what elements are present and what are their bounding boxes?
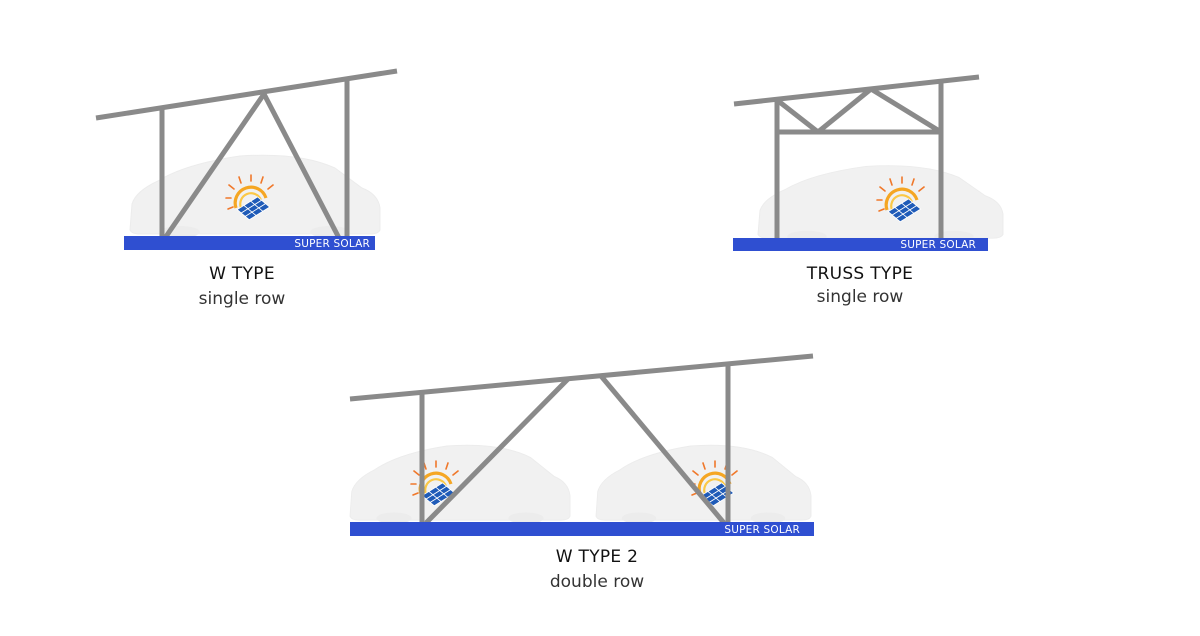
base-platform — [124, 236, 375, 250]
base-platform — [350, 522, 814, 536]
diagram-subtitle: single row — [199, 289, 286, 309]
brand-label: SUPER SOLAR — [900, 239, 976, 251]
brand-label: SUPER SOLAR — [294, 238, 370, 250]
brand-label: SUPER SOLAR — [724, 524, 800, 536]
diagram-title: TRUSS TYPE — [806, 264, 913, 284]
diagram-w-type-2: SUPER SOLAR W TYPE 2 double row — [349, 353, 814, 592]
diagram-subtitle: double row — [550, 572, 644, 592]
carport-frame — [733, 74, 980, 240]
diagram-title: W TYPE 2 — [556, 547, 639, 567]
car-silhouette-icon — [595, 444, 812, 525]
carport-frame — [95, 68, 398, 240]
carport-frame — [349, 353, 814, 525]
diagram-truss-type: SUPER SOLAR TRUSS TYPE single row — [733, 74, 1004, 307]
diagram-w-type: SUPER SOLAR W TYPE single row — [95, 68, 398, 309]
diagram-subtitle: single row — [817, 287, 904, 307]
diagram-title: W TYPE — [209, 264, 275, 284]
base-platform — [733, 238, 988, 251]
car-silhouette-icon — [129, 154, 381, 239]
car-silhouette-icon — [349, 444, 571, 525]
car-silhouette-icon — [757, 165, 1004, 243]
